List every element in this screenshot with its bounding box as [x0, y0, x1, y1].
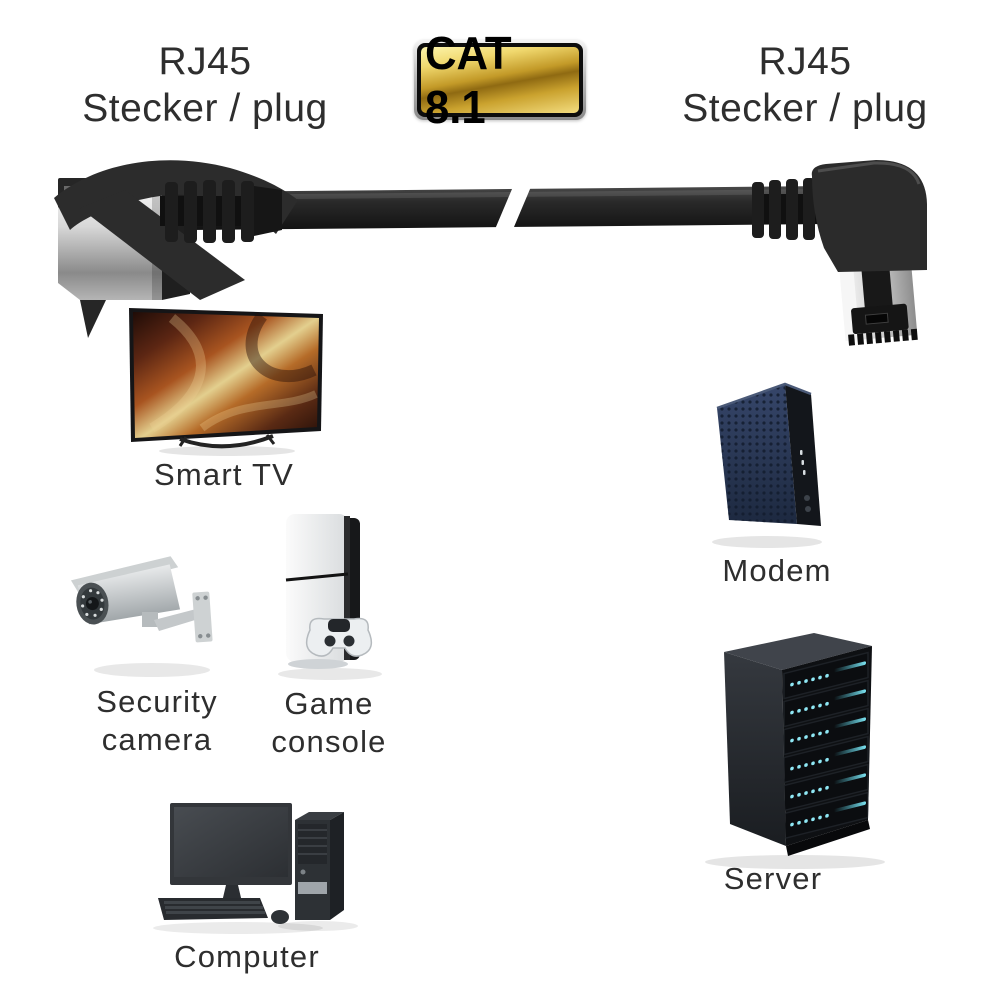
- smart-tv-icon: [129, 308, 323, 456]
- smart-tv-label: Smart TV: [154, 457, 294, 492]
- modem-device: Modem: [705, 378, 850, 588]
- security-camera-label-line2: camera: [101, 722, 213, 757]
- modem-icon: [712, 382, 822, 548]
- computer-icon: [153, 803, 358, 934]
- cat-8-1-badge: CAT 8.1: [414, 27, 586, 133]
- right-plug-label-line1: RJ45: [758, 40, 852, 83]
- game-console-label-line2: console: [271, 724, 387, 759]
- badge-black-border: CAT 8.1: [417, 27, 583, 133]
- security-camera-label: Security camera: [57, 683, 257, 759]
- server-device: Server: [690, 628, 890, 896]
- game-console-label-line1: Game: [284, 686, 374, 721]
- server-led-bars: [834, 661, 866, 813]
- game-console-device: Game console: [258, 502, 408, 759]
- modem-label: Modem: [722, 553, 832, 588]
- rj45-straight-plug-icon: [54, 160, 298, 338]
- right-plug-label: RJ45 Stecker / plug: [655, 38, 955, 132]
- security-camera-icon: [70, 556, 213, 677]
- badge-text: CAT 8.1: [424, 27, 512, 133]
- security-camera-label-line1: Security: [96, 684, 218, 719]
- right-plug-label-line2: Stecker / plug: [682, 87, 928, 130]
- computer-label: Computer: [174, 939, 320, 974]
- smart-tv-device: Smart TV: [112, 298, 340, 492]
- game-console-label: Game console: [229, 685, 429, 761]
- badge-gold-face: CAT 8.1: [421, 27, 579, 133]
- server-label: Server: [723, 861, 823, 896]
- ethernet-cable-graphic: [54, 160, 927, 346]
- game-console-icon: [278, 514, 382, 680]
- left-plug-label-line2: Stecker / plug: [82, 87, 328, 130]
- rj45-90-degree-angled-plug-icon: [752, 160, 927, 346]
- cable-body: [190, 182, 830, 234]
- server-led-dots: [790, 673, 829, 827]
- server-icon: [705, 633, 885, 869]
- gamepad-icon: [305, 617, 373, 657]
- server-bays: [783, 651, 869, 840]
- security-camera-device: Security camera: [62, 548, 232, 757]
- left-plug-label: RJ45 Stecker / plug: [55, 38, 355, 132]
- left-plug-label-line1: RJ45: [158, 40, 252, 83]
- cable-break-mark: [493, 182, 533, 234]
- computer-device: Computer: [148, 790, 393, 974]
